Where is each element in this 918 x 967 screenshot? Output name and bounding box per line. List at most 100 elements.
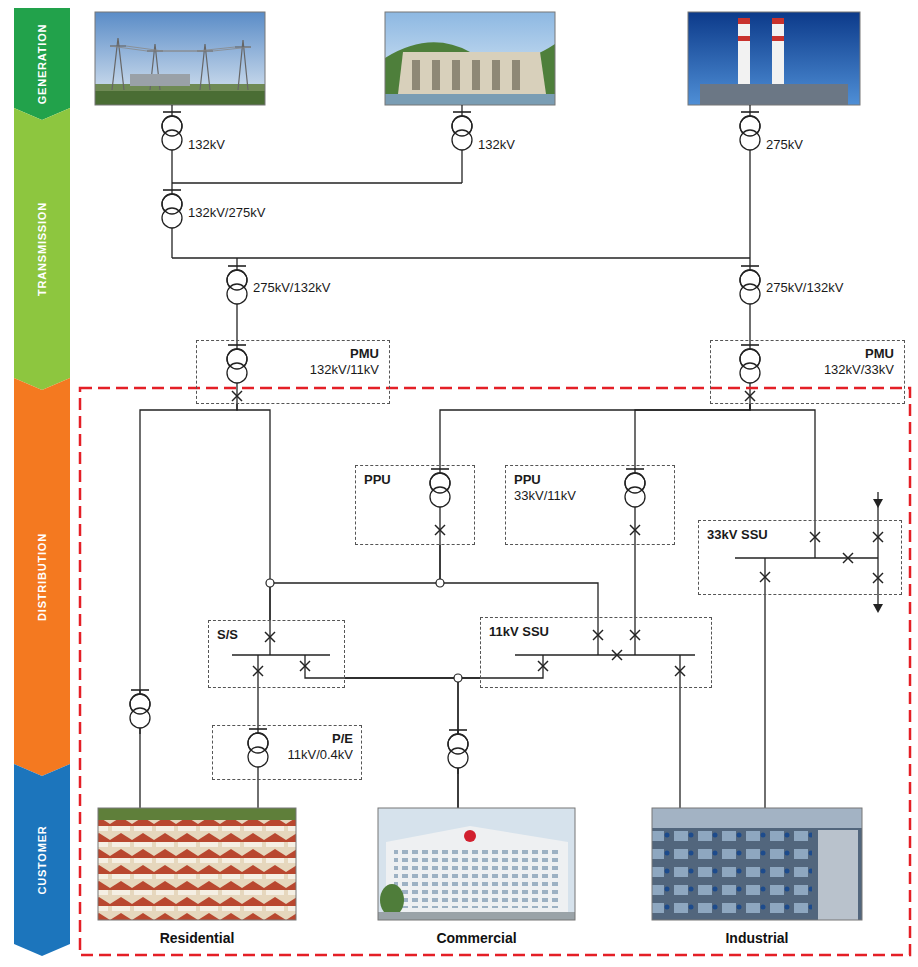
- customer-node: Industrial: [652, 808, 862, 950]
- box-label: 33kV/11kV: [514, 488, 666, 504]
- transformer-symbol: [448, 730, 468, 774]
- wire: [172, 182, 462, 183]
- busbar: [515, 654, 695, 655]
- feeder-line: [237, 404, 270, 620]
- breaker-symbol: [745, 391, 755, 401]
- substation-frame: [130, 74, 190, 86]
- feeder-line: [635, 404, 750, 465]
- feeder-arrow: [873, 499, 883, 508]
- generation-picture: [95, 12, 265, 105]
- customer-caption: Commercial: [436, 929, 516, 947]
- chimney-band: [738, 36, 750, 41]
- transformer-symbol: [227, 345, 247, 389]
- junction-dot: [436, 579, 444, 587]
- picture-frame: [95, 12, 265, 105]
- voltage-label: 132kV/275kV: [188, 205, 265, 221]
- stage-band: CUSTOMER: [14, 764, 70, 956]
- tree: [380, 884, 404, 916]
- pole-substation-box: P/E11kV/0.4kV: [212, 725, 362, 780]
- trees: [98, 808, 296, 820]
- picture-frame: [378, 808, 575, 920]
- power-line: [126, 46, 251, 51]
- ground: [95, 90, 265, 105]
- production-line: [652, 830, 812, 920]
- feeder-line: [634, 545, 635, 617]
- box-label: PMU: [257, 346, 379, 362]
- customer-node: Residential: [98, 808, 296, 950]
- voltage-label: 275kV: [766, 137, 803, 153]
- busbar: [735, 557, 878, 558]
- junction-dot: [454, 674, 462, 682]
- breaker-symbol: [435, 525, 445, 535]
- ppu-box: PPU33kV/11kV: [505, 465, 675, 545]
- box-label: 11kV SSU: [489, 624, 703, 640]
- housing-estate: [98, 808, 296, 920]
- transformer-symbol: [430, 469, 450, 513]
- transformer-symbol: [625, 469, 645, 513]
- stage-label: GENERATION: [36, 24, 48, 105]
- feeder-line: [750, 404, 815, 520]
- junction-dot: [266, 579, 274, 587]
- box-label: S/S: [217, 627, 336, 643]
- wire: [877, 492, 878, 606]
- voltage-label: 275kV/132kV: [253, 280, 330, 296]
- wire: [236, 258, 237, 266]
- transformer-symbol: [740, 266, 760, 310]
- feeder-line: [257, 688, 258, 725]
- plant-building: [700, 84, 848, 105]
- breaker-symbol: [593, 630, 603, 640]
- dam-wall: [398, 52, 546, 94]
- picture-frame: [688, 12, 860, 105]
- pmu-box: PMU132kV/11kV: [196, 340, 390, 404]
- feeder-line: [440, 404, 750, 465]
- transformer-symbol: [227, 266, 247, 310]
- transformer-symbol: [740, 112, 760, 156]
- voltage-label: 132kV: [188, 137, 225, 153]
- chevron-fill: [14, 378, 70, 776]
- breaker-symbol: [810, 532, 820, 542]
- spillway: [472, 60, 480, 90]
- transformer-symbol: [130, 690, 150, 734]
- transformer-symbol: [248, 729, 268, 773]
- picture-frame: [98, 808, 296, 920]
- machine: [818, 830, 858, 920]
- ssu-box: 11kV SSU: [480, 617, 712, 688]
- breaker-symbol: [253, 666, 263, 676]
- stage-band: GENERATION: [14, 8, 70, 120]
- voltage-label: 275kV/132kV: [766, 280, 843, 296]
- generation-picture: [385, 12, 555, 105]
- box-label: 132kV/33kV: [771, 362, 894, 378]
- ppu-box: PPU: [355, 465, 475, 545]
- breaker-symbol: [760, 572, 770, 582]
- breaker-symbol: [265, 632, 275, 642]
- breaker-symbol: [300, 661, 310, 671]
- wire: [814, 520, 815, 558]
- breaker-symbol: [630, 630, 640, 640]
- box-label: PPU: [514, 472, 666, 488]
- water: [385, 94, 555, 105]
- pmu-box: PMU132kV/33kV: [710, 340, 905, 404]
- spillway: [492, 60, 500, 90]
- breaker-symbol: [675, 666, 685, 676]
- chimney-band: [738, 18, 750, 24]
- office-windows: [394, 850, 562, 908]
- ssu-box: 33kV SSU: [698, 520, 902, 595]
- factory-hall: [652, 808, 862, 920]
- customer-picture: [652, 808, 862, 920]
- chimney-band: [772, 36, 784, 41]
- customer-picture: [378, 808, 575, 920]
- feeder-line: [679, 688, 680, 808]
- breaker-symbol: [873, 532, 883, 542]
- sky: [385, 12, 555, 105]
- transformer-symbol: [162, 112, 182, 156]
- generation-picture: [688, 12, 860, 105]
- wire: [172, 257, 750, 258]
- stage-band: DISTRIBUTION: [14, 378, 70, 776]
- spillway: [452, 60, 460, 90]
- voltage-label: 132kV: [478, 137, 515, 153]
- breaker-symbol: [873, 573, 883, 583]
- wire: [461, 105, 462, 112]
- sky: [688, 12, 860, 105]
- box-label: PPU: [364, 472, 466, 488]
